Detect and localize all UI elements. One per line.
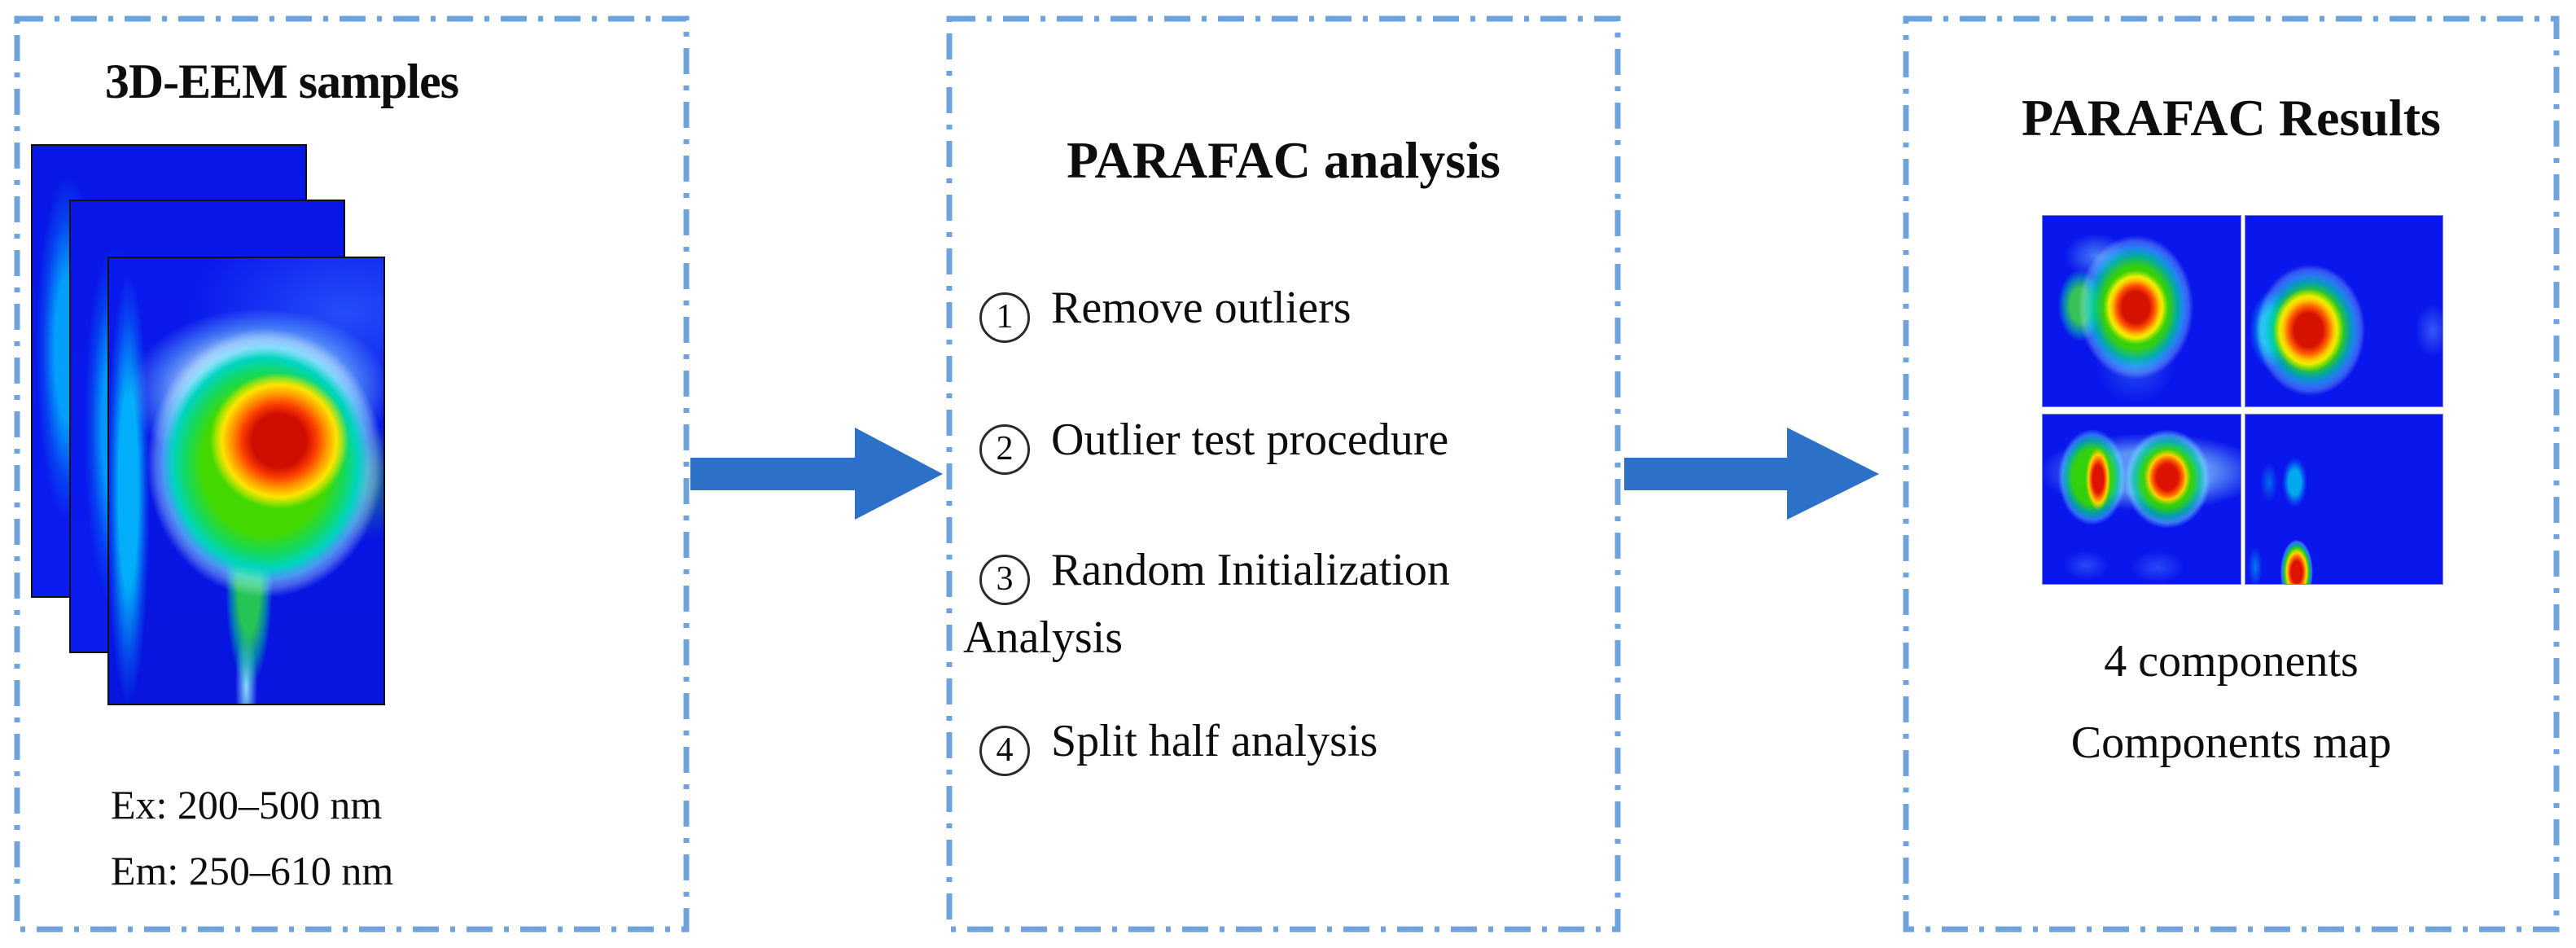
flow-arrow-icon: [690, 428, 943, 520]
excitation-range-label: Ex: 200–500 nm: [111, 782, 383, 827]
results-panel-title: PARAFAC Results: [2022, 89, 2441, 147]
analysis-step-1: 1 Remove outliers: [963, 275, 1607, 343]
samples-panel: 3D-EEM samples Ex: 200–500 nm Em: 250–61…: [15, 16, 689, 932]
analysis-panel: PARAFAC analysis 1 Remove outliers 2 Outli…: [947, 16, 1620, 932]
analysis-step-2: 2 Outlier test procedure: [963, 407, 1607, 475]
step-label: Random Initialization Analysis: [963, 545, 1450, 663]
components-count-caption: 4 components: [2104, 636, 2359, 687]
flow-arrow-icon: [1624, 428, 1879, 520]
results-panel: PARAFAC Results 4 components Components …: [1904, 16, 2559, 932]
wavelength-ranges: Ex: 200–500 nm Em: 250–610 nm: [111, 772, 393, 904]
step-number-circle: 3: [979, 555, 1030, 605]
emission-range-label: Em: 250–610 nm: [111, 848, 394, 893]
samples-panel-title: 3D-EEM samples: [104, 55, 459, 108]
step-label: Outlier test procedure: [1051, 415, 1449, 465]
component-heatmap-3: [2042, 414, 2241, 585]
component-heatmap-1: [2042, 215, 2241, 407]
step-label: Split half analysis: [1051, 716, 1378, 766]
component-heatmap-4: [2245, 414, 2443, 585]
components-map-grid: [2042, 215, 2443, 585]
analysis-panel-title: PARAFAC analysis: [1067, 131, 1500, 189]
analysis-step-4: 4 Split half analysis: [963, 709, 1607, 776]
step-number-circle: 2: [979, 424, 1030, 475]
step-label: Remove outliers: [1051, 283, 1352, 333]
component-heatmap-2: [2245, 215, 2443, 407]
step-number-circle: 1: [979, 292, 1030, 343]
components-map-caption: Components map: [2070, 718, 2392, 768]
step-number-circle: 4: [979, 726, 1030, 776]
eem-heatmap-front: [107, 257, 385, 705]
